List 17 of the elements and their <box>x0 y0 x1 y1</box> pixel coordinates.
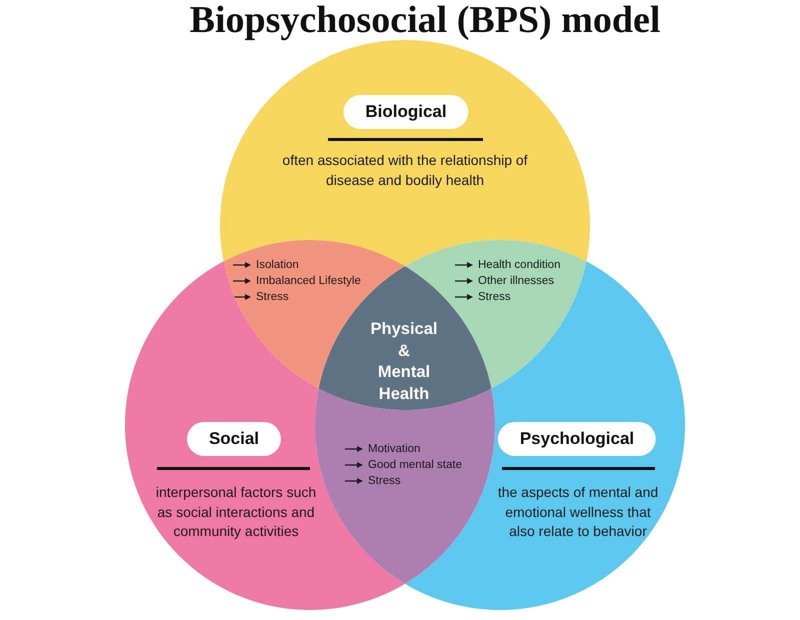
description-text: often associated with the relationship of disease and bodily health <box>281 151 529 190</box>
factor-text: Health condition <box>478 258 560 272</box>
factor-text: Stress <box>256 290 289 304</box>
category-heading: Psychological <box>498 422 656 456</box>
category-heading: Biological <box>343 95 469 129</box>
description-text: the aspects of mental and emotional wellness that also relate to behavior <box>496 483 660 541</box>
factor-text: Other illnesses <box>478 274 554 288</box>
factor-text: Imbalanced Lifestyle <box>256 274 361 288</box>
factor-text: Stress <box>368 474 401 488</box>
category-heading: Social <box>186 422 282 456</box>
factor-text: Stress <box>478 290 511 304</box>
factor-text: Isolation <box>256 258 299 272</box>
description-text: interpersonal factors such as social interactions and community activities <box>154 483 318 541</box>
factor-text: Good mental state <box>368 458 462 472</box>
diagram-title: Biopsychosocial (BPS) model <box>190 0 660 40</box>
center-label: Physical & Mental Health <box>370 319 438 406</box>
factor-text: Motivation <box>368 442 420 456</box>
